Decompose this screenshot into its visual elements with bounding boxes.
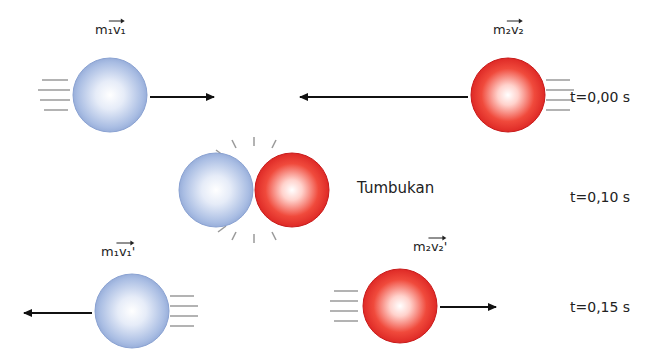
momentum-label: m₂v₂' [413, 239, 447, 255]
momentum-label: m₁v₁ [95, 22, 126, 38]
ball-2 [471, 58, 545, 132]
ball-2 [255, 153, 329, 227]
time-label: t=0,00 s [570, 89, 630, 106]
ball-1 [73, 58, 147, 132]
vector-arrow [116, 243, 131, 244]
time-label: t=0,15 s [570, 299, 630, 316]
vector-arrow [507, 21, 520, 22]
time-label: t=0,10 s [570, 189, 630, 206]
momentum-label: m₁v₁' [101, 244, 135, 260]
velocity-arrows [24, 97, 496, 313]
ball-1 [95, 274, 169, 348]
ball-2 [363, 269, 437, 343]
vector-arrow [109, 21, 122, 22]
event-label: Tumbukan [357, 179, 434, 197]
vector-arrow [428, 238, 443, 239]
ball-1 [179, 153, 253, 227]
momentum-label: m₂v₂ [493, 22, 524, 38]
